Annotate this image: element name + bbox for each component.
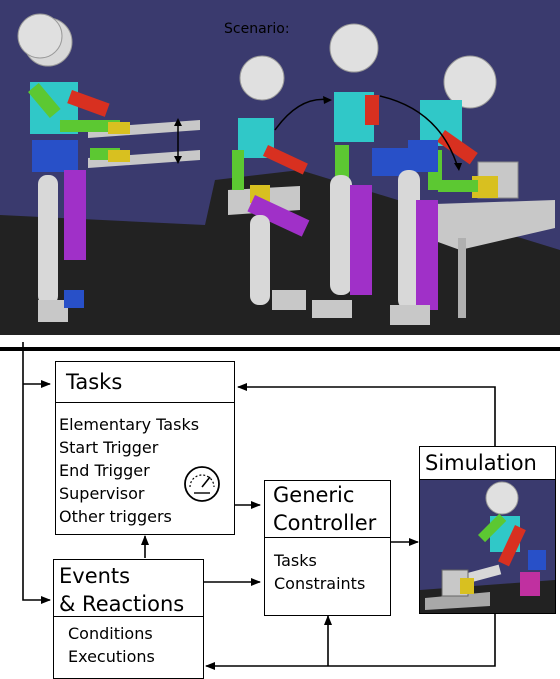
events-item: Conditions — [68, 624, 153, 643]
arrow-simulation-to-tasks — [237, 383, 496, 446]
tasks-title: Tasks — [66, 370, 123, 394]
events-title-line2: & Reactions — [59, 592, 185, 616]
scenario-scene: Scenario: — [0, 0, 560, 342]
controller-title-line1: Generic — [273, 483, 355, 507]
gauge-icon — [184, 466, 220, 502]
events-reactions-box: Events & Reactions Conditions Executions — [53, 559, 204, 679]
simulation-box: Simulation — [419, 446, 556, 614]
task-item: Start Trigger — [59, 438, 159, 457]
table — [405, 200, 555, 250]
generic-controller-box: Generic Controller Tasks Constraints — [264, 480, 391, 616]
controller-title-line2: Controller — [273, 511, 377, 535]
task-item: Elementary Tasks — [59, 415, 200, 434]
tray-lower — [88, 150, 200, 168]
scenario-illustration — [0, 0, 560, 342]
task-item: Supervisor — [59, 484, 145, 503]
arrow-simulation-to-events — [205, 614, 496, 670]
task-item: Other triggers — [59, 507, 172, 526]
task-item: End Trigger — [59, 461, 150, 480]
section-divider — [0, 347, 560, 351]
scenario-label: Scenario: — [224, 21, 290, 37]
controller-item: Tasks — [274, 551, 317, 570]
robot-middle — [312, 23, 408, 318]
arrow-scene-to-events — [22, 342, 51, 604]
robot-right — [390, 55, 497, 325]
robot-standing — [17, 13, 130, 322]
simulation-title: Simulation — [425, 451, 537, 475]
robot-sitting — [232, 55, 310, 310]
simulation-thumbnail — [420, 480, 555, 613]
flow-arrows — [22, 342, 496, 670]
events-item: Executions — [68, 647, 155, 666]
tasks-box: Tasks Elementary Tasks Start Trigger End… — [55, 361, 235, 535]
controller-item: Constraints — [274, 574, 366, 593]
events-title-line1: Events — [59, 564, 131, 588]
